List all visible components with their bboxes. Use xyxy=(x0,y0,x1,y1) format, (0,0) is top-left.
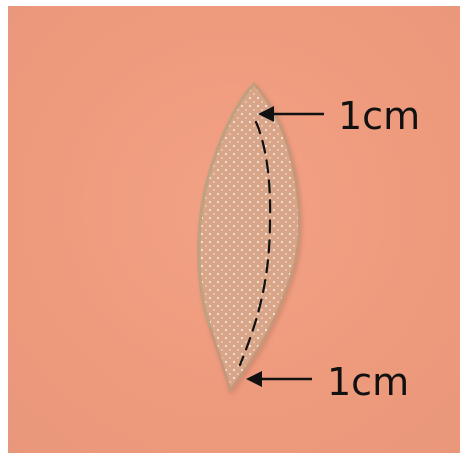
bottom-label: 1cm xyxy=(327,360,409,404)
top-label: 1cm xyxy=(338,94,420,138)
bottom-arrow xyxy=(246,371,312,387)
